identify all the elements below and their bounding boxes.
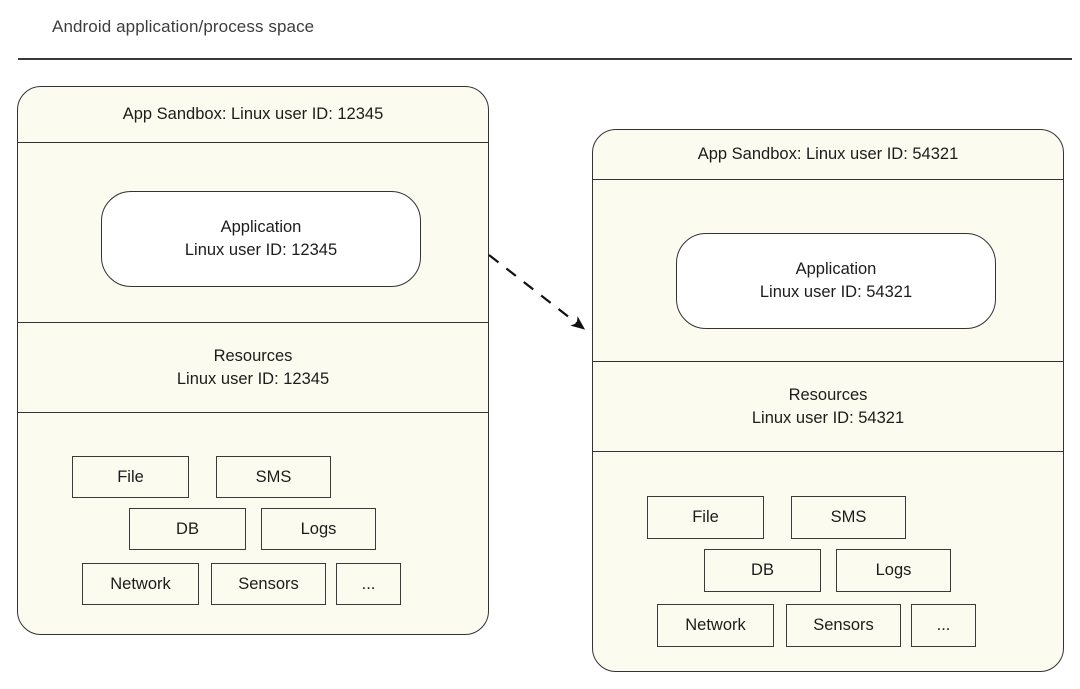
right-resources-line2: Linux user ID: 54321 <box>751 409 905 427</box>
right-application-line2: Linux user ID: 54321 <box>759 283 913 301</box>
right-resources-section: Resources Linux user ID: 54321 <box>593 362 1063 452</box>
chip-sms[interactable]: SMS <box>791 496 906 539</box>
right-resources-block: Resources Linux user ID: 54321 <box>593 362 1063 452</box>
right-sandbox-header: App Sandbox: Linux user ID: 54321 <box>593 130 1063 180</box>
chip-db[interactable]: DB <box>704 549 821 592</box>
left-application-box: Application Linux user ID: 12345 <box>101 191 421 287</box>
left-application-line2: Linux user ID: 12345 <box>184 241 338 259</box>
chip-label: Network <box>110 574 171 593</box>
chip-label: DB <box>751 561 774 579</box>
chip-network[interactable]: Network <box>82 563 199 605</box>
chip-label: ... <box>936 616 951 634</box>
left-chips-section: File SMS DB Logs Network Sensors ... <box>18 413 488 636</box>
left-resources-line1: Resources <box>213 346 293 365</box>
left-sandbox-header: App Sandbox: Linux user ID: 12345 <box>18 87 488 143</box>
chip-file[interactable]: File <box>72 456 189 498</box>
right-chips-section: File SMS DB Logs Network Sensors ... <box>593 452 1063 673</box>
left-resources-line2: Linux user ID: 12345 <box>176 370 330 388</box>
chip-network[interactable]: Network <box>657 604 774 647</box>
chip-sensors[interactable]: Sensors <box>786 604 901 647</box>
right-sandbox: App Sandbox: Linux user ID: 54321 Applic… <box>592 129 1064 672</box>
left-application-line1: Application <box>220 218 302 237</box>
left-resources-block: Resources Linux user ID: 12345 <box>18 323 488 413</box>
chip-label: Logs <box>300 519 337 538</box>
left-sandbox: App Sandbox: Linux user ID: 12345 Applic… <box>17 86 489 635</box>
chip-logs[interactable]: Logs <box>261 508 376 550</box>
chip-sensors[interactable]: Sensors <box>211 563 326 605</box>
chip-db[interactable]: DB <box>129 508 246 550</box>
chip-label: SMS <box>255 467 292 486</box>
chip-ellipsis[interactable]: ... <box>911 604 976 647</box>
chip-label: File <box>117 467 144 486</box>
chip-label: Sensors <box>813 616 874 634</box>
chip-label: File <box>692 508 719 526</box>
chip-logs[interactable]: Logs <box>836 549 951 592</box>
chip-label: DB <box>176 519 199 538</box>
left-application-section <box>18 143 488 323</box>
chip-label: SMS <box>830 508 867 526</box>
left-resources-section: Resources Linux user ID: 12345 <box>18 323 488 413</box>
right-sandbox-header-label: App Sandbox: Linux user ID: 54321 <box>697 145 959 163</box>
title-divider <box>18 58 1072 60</box>
chip-label: Network <box>685 616 746 634</box>
chip-label: ... <box>361 574 376 593</box>
chip-label: Sensors <box>238 574 299 593</box>
left-sandbox-header-label: App Sandbox: Linux user ID: 12345 <box>122 105 384 123</box>
right-resources-line1: Resources <box>788 385 868 404</box>
chip-sms[interactable]: SMS <box>216 456 331 498</box>
right-application-box: Application Linux user ID: 54321 <box>676 233 996 329</box>
right-application-line1: Application <box>795 260 877 279</box>
chip-ellipsis[interactable]: ... <box>336 563 401 605</box>
chip-file[interactable]: File <box>647 496 764 539</box>
page-title: Android application/process space <box>52 17 315 36</box>
chip-label: Logs <box>875 561 912 579</box>
right-application-section <box>593 180 1063 362</box>
